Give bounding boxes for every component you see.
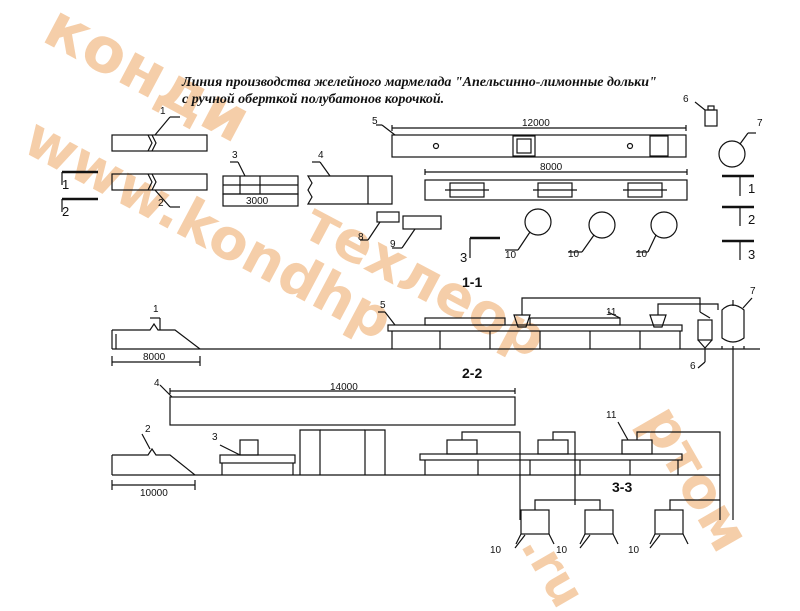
plan-item-3 xyxy=(222,161,299,207)
dim-10000: 10000 xyxy=(140,488,168,499)
section-1-1 xyxy=(111,297,760,520)
section-mark-2-left: 2 xyxy=(62,204,69,219)
label-9-plan: 9 xyxy=(390,239,396,250)
drawing-title: Линия производства желейного мармелада "… xyxy=(182,74,657,108)
dim-3000: 3000 xyxy=(246,196,269,207)
section-title-1-1: 1-1 xyxy=(462,274,482,290)
dim-8000-plan: 8000 xyxy=(540,162,563,173)
label-3-sec: 3 xyxy=(212,432,218,443)
plan-item-8-9 xyxy=(360,211,442,249)
label-6-sec: 6 xyxy=(690,361,696,372)
label-10a-sec: 10 xyxy=(490,545,502,556)
label-4-plan: 4 xyxy=(318,150,324,161)
drawing-title-line-2: с ручной оберткой полубатонов корочкой. xyxy=(182,92,445,107)
section-mark-ticks xyxy=(61,172,741,260)
section-mark-2-right: 2 xyxy=(748,212,755,227)
label-5-plan: 5 xyxy=(372,116,378,127)
label-6-plan: 6 xyxy=(683,94,689,105)
plan-item-4 xyxy=(306,161,393,205)
label-3-plan: 3 xyxy=(232,150,238,161)
plan-conveyor-8000 xyxy=(424,169,688,201)
section-mark-1-right: 1 xyxy=(748,181,755,196)
label-10b-plan: 10 xyxy=(568,249,580,260)
label-8-plan: 8 xyxy=(358,232,364,243)
section-mark-1-left: 1 xyxy=(62,177,69,192)
plan-item-6 xyxy=(694,101,718,127)
label-7-plan: 7 xyxy=(757,118,763,129)
label-10b-sec: 10 xyxy=(556,545,568,556)
leader-labels: 1 2 3 4 5 6 7 8 9 10 10 10 1 5 11 6 7 4 … xyxy=(145,94,763,556)
dim-14000: 14000 xyxy=(330,382,358,393)
section-2-2 xyxy=(111,384,721,549)
section-mark-3-mid: 3 xyxy=(460,250,467,265)
section-marks xyxy=(62,170,754,243)
label-7-sec: 7 xyxy=(750,286,756,297)
section-mark-3-right: 3 xyxy=(748,247,755,262)
dim-12000: 12000 xyxy=(522,118,550,129)
watermark-line-4: .ru xyxy=(510,523,597,611)
label-2-sec: 2 xyxy=(145,424,151,435)
label-11-sec3: 11 xyxy=(606,410,617,421)
label-1-sec: 1 xyxy=(153,304,159,315)
section-title-3-3: 3-3 xyxy=(612,479,632,495)
label-10a-plan: 10 xyxy=(505,250,517,261)
plan-item-5 xyxy=(376,124,687,158)
plan-item-1 xyxy=(111,116,208,152)
dim-8000-sec: 8000 xyxy=(143,352,166,363)
dimension-labels: 12000 8000 3000 8000 14000 10000 xyxy=(140,118,563,499)
section-title-2-2: 2-2 xyxy=(462,365,482,381)
label-10c-plan: 10 xyxy=(636,249,648,260)
plan-tanks-10 xyxy=(505,208,678,253)
plan-item-7 xyxy=(718,132,756,168)
plan-item-2 xyxy=(111,173,208,208)
watermark-line-5: ртом xyxy=(628,395,763,563)
drawing-title-line-1: Линия производства желейного мармелада "… xyxy=(182,75,657,90)
plan-view xyxy=(61,101,756,260)
label-4-sec: 4 xyxy=(154,378,160,389)
label-2-plan: 2 xyxy=(158,198,164,209)
label-5-sec: 5 xyxy=(380,300,386,311)
label-11-sec: 11 xyxy=(606,307,617,318)
label-1-plan: 1 xyxy=(160,106,166,117)
section-labels: 1 2 3 1 2 3 1-1 2-2 3-3 xyxy=(62,177,755,495)
label-10c-sec: 10 xyxy=(628,545,640,556)
